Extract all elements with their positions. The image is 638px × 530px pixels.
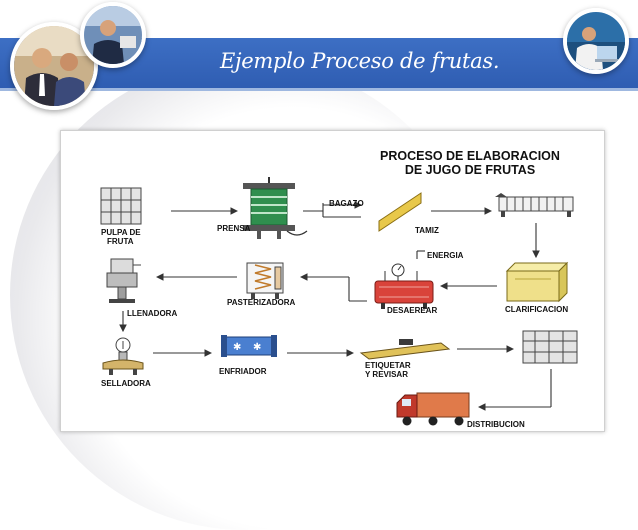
process-diagram: ✱ ✱ bbox=[60, 130, 605, 432]
diagram-heading-line1: PROCESO DE ELABORACION bbox=[380, 149, 560, 163]
label-prensa: PRENSA bbox=[217, 224, 251, 233]
prensa-icon bbox=[243, 177, 308, 239]
banner-underline bbox=[0, 88, 638, 91]
pulpa-crate-icon bbox=[100, 187, 142, 225]
almacen-icon bbox=[522, 330, 578, 364]
pasterizadora-icon bbox=[246, 262, 284, 299]
desaerear-icon bbox=[374, 263, 434, 309]
label-pasterizadora: PASTERIZADORA bbox=[227, 298, 296, 307]
label-selladora: SELLADORA bbox=[101, 379, 151, 388]
tamiz-icon bbox=[378, 192, 422, 232]
selladora-icon bbox=[102, 337, 144, 375]
label-energia: ENERGIA bbox=[427, 251, 464, 260]
photo-worker-icon bbox=[80, 2, 146, 68]
enfriador-icon: ✱ ✱ bbox=[221, 335, 277, 357]
label-etiquetar-line1: ETIQUETAR bbox=[365, 361, 411, 370]
camion-icon bbox=[396, 392, 470, 426]
etiquetar-icon bbox=[359, 339, 451, 360]
slide-title: Ejemplo Proceso de frutas. bbox=[220, 49, 500, 73]
clarificacion-icon bbox=[505, 261, 569, 303]
photo-laptop-user-icon bbox=[563, 8, 629, 74]
svg-text:✱: ✱ bbox=[253, 342, 261, 353]
label-tamiz: TAMIZ bbox=[415, 226, 439, 235]
label-pulpa-line2: FRUTA bbox=[107, 237, 134, 246]
svg-text:✱: ✱ bbox=[233, 342, 241, 353]
label-pulpa: PULPA DE FRUTA bbox=[101, 228, 141, 246]
label-pulpa-line1: PULPA DE bbox=[101, 228, 141, 237]
label-clarificacion: CLARIFICACION bbox=[505, 305, 569, 314]
flow-arrows bbox=[119, 201, 552, 411]
label-enfriador: ENFRIADOR bbox=[219, 367, 267, 376]
label-etiquetar: ETIQUETAR Y REVISAR bbox=[365, 361, 411, 379]
diagram-heading: PROCESO DE ELABORACION DE JUGO DE FRUTAS bbox=[346, 149, 594, 177]
filtro-icon bbox=[495, 193, 574, 217]
label-etiquetar-line2: Y REVISAR bbox=[365, 370, 408, 379]
label-llenadora: LLENADORA bbox=[127, 309, 178, 318]
label-desaerear: DESAEREAR bbox=[387, 306, 438, 315]
llenadora-icon bbox=[106, 258, 141, 303]
label-distribucion: DISTRIBUCION bbox=[467, 420, 525, 429]
label-bagazo: BAGAZO bbox=[329, 199, 364, 208]
diagram-heading-line2: DE JUGO DE FRUTAS bbox=[404, 163, 536, 177]
